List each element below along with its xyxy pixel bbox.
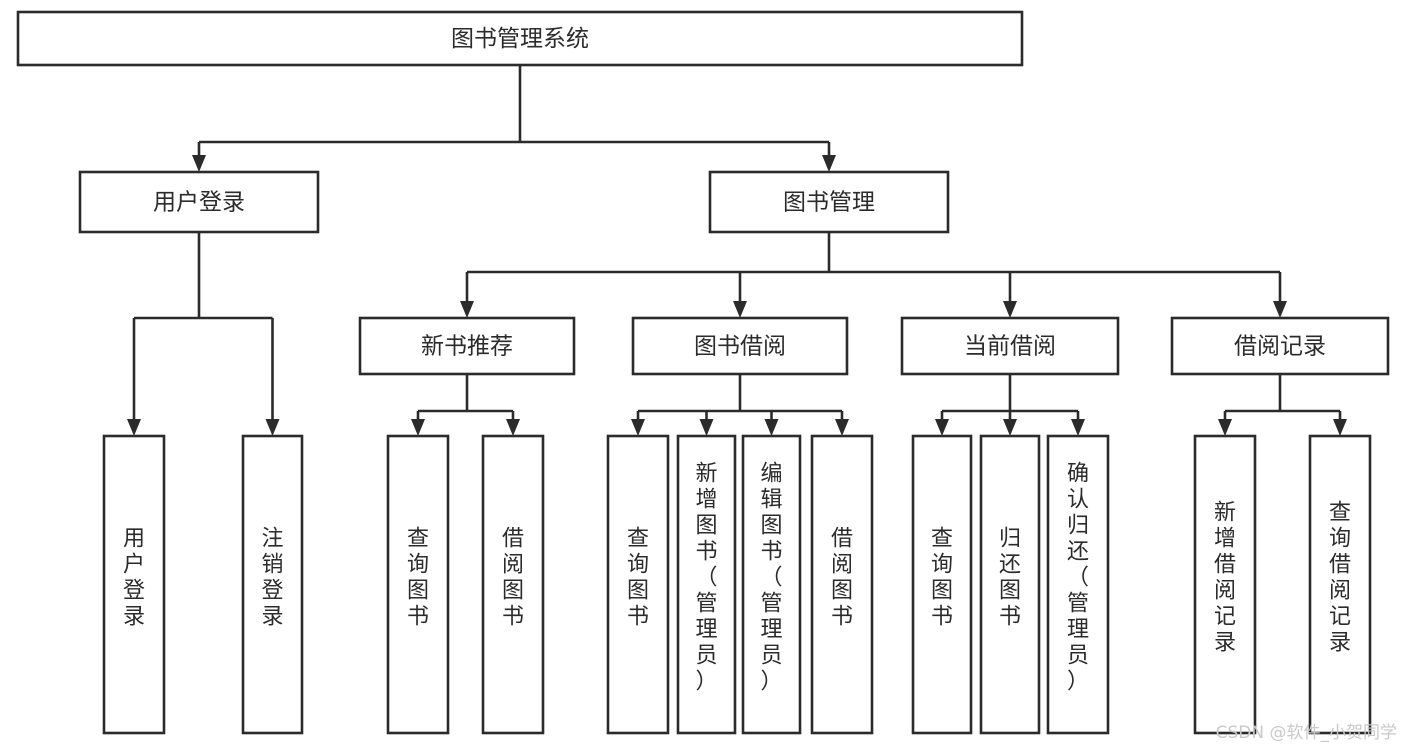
leaf-box[interactable] <box>741 434 802 735</box>
leaf-box[interactable] <box>1193 434 1257 735</box>
leaf-box[interactable] <box>1308 434 1372 735</box>
leaf-node[interactable]: 查询图书 <box>386 434 450 735</box>
leaf-node[interactable]: 查询借阅记录 <box>1308 434 1372 735</box>
arrow-head-icon <box>192 155 206 172</box>
submodule-node[interactable]: 当前借阅 <box>900 316 1120 376</box>
module-label: 图书管理 <box>783 190 875 216</box>
arrow-head-icon <box>733 301 747 318</box>
leaf-label: 注销登录 <box>261 527 283 630</box>
submodule-node[interactable]: 图书借阅 <box>631 316 849 376</box>
submodule-node[interactable]: 借阅记录 <box>1170 316 1390 376</box>
arrow-head-icon <box>1333 419 1347 436</box>
leaf-label: 查询图书 <box>931 527 953 630</box>
leaf-node[interactable]: 用户登录 <box>102 434 166 735</box>
leaf-label: 新增图书（管理员） <box>695 462 717 695</box>
leaf-label: 查询借阅记录 <box>1329 501 1351 656</box>
submodule-label: 图书借阅 <box>694 334 786 360</box>
submodule-label: 新书推荐 <box>421 334 513 360</box>
connector-layer <box>127 65 1347 436</box>
module-node[interactable]: 图书管理 <box>708 170 950 234</box>
arrow-head-icon <box>822 155 836 172</box>
leaf-node[interactable]: 新增借阅记录 <box>1193 434 1257 735</box>
arrow-head-icon <box>265 419 280 436</box>
arrow-head-icon <box>460 301 474 318</box>
submodule-box[interactable] <box>358 316 576 376</box>
submodule-box[interactable] <box>900 316 1120 376</box>
leaf-box[interactable] <box>979 434 1041 735</box>
leaf-box[interactable] <box>606 434 670 735</box>
leaf-box[interactable] <box>810 434 874 735</box>
module-node[interactable]: 用户登录 <box>78 170 320 234</box>
module-box[interactable] <box>708 170 950 234</box>
leaf-label: 归还图书 <box>999 527 1021 630</box>
leaf-node[interactable]: 借阅图书 <box>481 434 545 735</box>
leaf-node[interactable]: 查询图书 <box>606 434 670 735</box>
leaf-label: 查询图书 <box>627 527 649 630</box>
leaf-node[interactable]: 查询图书 <box>911 434 973 735</box>
leaf-node[interactable]: 确认归还（管理员） <box>1046 434 1110 735</box>
module-label: 用户登录 <box>153 190 245 216</box>
leaf-box[interactable] <box>102 434 166 735</box>
arrow-head-icon <box>1218 419 1232 436</box>
module-box[interactable] <box>78 170 320 234</box>
leaf-label: 借阅图书 <box>502 527 524 630</box>
leaf-box[interactable] <box>481 434 545 735</box>
arrow-head-icon <box>1003 301 1017 318</box>
leaf-box[interactable] <box>676 434 737 735</box>
leaf-node[interactable]: 编辑图书（管理员） <box>741 434 802 735</box>
leaf-box[interactable] <box>1046 434 1110 735</box>
arrow-head-icon <box>631 419 645 436</box>
root-label: 图书管理系统 <box>451 26 589 52</box>
leaf-box[interactable] <box>241 434 304 735</box>
leaf-node[interactable]: 借阅图书 <box>810 434 874 735</box>
arrow-head-icon <box>764 419 779 436</box>
submodule-box[interactable] <box>631 316 849 376</box>
leaf-label: 新增借阅记录 <box>1214 501 1236 656</box>
submodule-label: 借阅记录 <box>1234 334 1326 360</box>
submodule-label: 当前借阅 <box>964 334 1056 360</box>
leaf-box[interactable] <box>911 434 973 735</box>
arrow-head-icon <box>1273 301 1287 318</box>
leaf-node[interactable]: 归还图书 <box>979 434 1041 735</box>
arrow-head-icon <box>935 419 949 436</box>
arrow-head-icon <box>699 419 714 436</box>
leaf-label: 编辑图书（管理员） <box>760 462 782 695</box>
leaf-label: 用户登录 <box>123 527 145 630</box>
arrow-head-icon <box>1003 419 1017 436</box>
submodule-node[interactable]: 新书推荐 <box>358 316 576 376</box>
leaf-label: 查询图书 <box>407 527 429 630</box>
arrow-head-icon <box>411 419 425 436</box>
root-box[interactable] <box>16 10 1024 67</box>
leaf-node[interactable]: 注销登录 <box>241 434 304 735</box>
leaf-node[interactable]: 新增图书（管理员） <box>676 434 737 735</box>
leaf-label: 借阅图书 <box>831 527 853 630</box>
arrow-head-icon <box>835 419 849 436</box>
arrow-head-icon <box>1071 419 1085 436</box>
node-layer: 图书管理系统用户登录图书管理新书推荐图书借阅当前借阅借阅记录用户登录注销登录查询… <box>16 10 1390 735</box>
leaf-box[interactable] <box>386 434 450 735</box>
arrow-head-icon <box>506 419 520 436</box>
root-node[interactable]: 图书管理系统 <box>16 10 1024 67</box>
leaf-label: 确认归还（管理员） <box>1067 462 1089 695</box>
submodule-box[interactable] <box>1170 316 1390 376</box>
arrow-head-icon <box>127 419 141 436</box>
